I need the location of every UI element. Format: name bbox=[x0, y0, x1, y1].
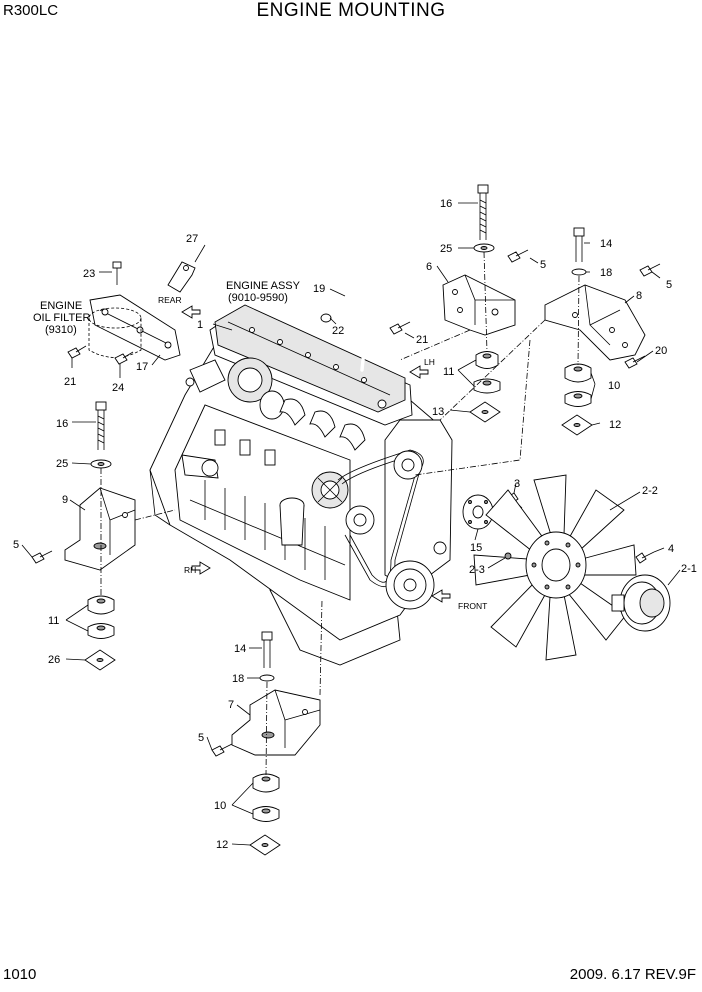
callout: 14 bbox=[234, 643, 246, 655]
engine-assy-number: (9010-9590) bbox=[228, 292, 288, 304]
text-annotations: ENGINE ASSY (9010-9590) ENGINE OIL FILTE… bbox=[33, 280, 487, 611]
date-revision: 2009. 6.17 REV.9F bbox=[569, 966, 696, 983]
mount-bracket-front-right bbox=[544, 227, 661, 436]
callout: 1 bbox=[197, 319, 203, 331]
callout: 11 bbox=[48, 615, 59, 627]
mount-bracket-rear-right bbox=[211, 631, 321, 856]
oil-filter-number: (9310) bbox=[45, 324, 77, 336]
page-title: ENGINE MOUNTING bbox=[256, 0, 446, 21]
oil-filter-label-1: ENGINE bbox=[40, 300, 82, 312]
callout: 18 bbox=[232, 673, 244, 685]
mount-bracket-front-left bbox=[442, 184, 529, 423]
callout: 2-1 bbox=[681, 563, 697, 575]
oil-filter-bracket bbox=[67, 261, 451, 603]
callout: 2-2 bbox=[642, 485, 658, 497]
mount-bracket-rear-left bbox=[31, 401, 136, 671]
callout: 21 bbox=[64, 376, 76, 388]
rear-label: REAR bbox=[158, 295, 182, 305]
page-number: 1010 bbox=[3, 966, 37, 983]
callout: 16 bbox=[56, 418, 68, 430]
callout: 17 bbox=[136, 361, 148, 373]
callout: 27 bbox=[186, 233, 198, 245]
callout: 4 bbox=[668, 543, 674, 555]
callout: 13 bbox=[432, 406, 444, 418]
callout: 24 bbox=[112, 382, 124, 394]
cooling-fan-assembly bbox=[462, 474, 671, 661]
callout: 3 bbox=[514, 478, 520, 490]
callout: 11 bbox=[443, 366, 454, 378]
callout: 8 bbox=[636, 290, 642, 302]
callout: 12 bbox=[216, 839, 228, 851]
callout: 10 bbox=[608, 380, 620, 392]
rh-label: RH bbox=[184, 565, 196, 575]
callout: 2-3 bbox=[469, 564, 485, 576]
callout: 26 bbox=[48, 654, 60, 666]
callout: 5 bbox=[13, 539, 19, 551]
callout: 10 bbox=[214, 800, 226, 812]
callout: 25 bbox=[56, 458, 68, 470]
callout: 25 bbox=[440, 243, 452, 255]
callout: 6 bbox=[426, 261, 432, 273]
callout: 12 bbox=[609, 419, 621, 431]
front-label: FRONT bbox=[458, 601, 487, 611]
callout: 15 bbox=[470, 542, 482, 554]
callout: 5 bbox=[666, 279, 672, 291]
lh-label: LH bbox=[424, 357, 435, 367]
oil-filter-label-2: OIL FILTER bbox=[33, 312, 91, 324]
model-label: R300LC bbox=[3, 2, 59, 19]
callout: 23 bbox=[83, 268, 95, 280]
engine-assembly-drawing bbox=[149, 304, 453, 666]
engine-assy-label: ENGINE ASSY bbox=[226, 280, 301, 292]
callout: 5 bbox=[198, 732, 204, 744]
callout: 5 bbox=[540, 259, 546, 271]
callout: 19 bbox=[313, 283, 325, 295]
callout: 18 bbox=[600, 267, 612, 279]
callout-numbers: 27 23 1 19 22 21 21 17 24 16 25 6 5 14 1… bbox=[13, 198, 697, 851]
leader-lines bbox=[21, 202, 681, 846]
callout: 9 bbox=[62, 494, 68, 506]
callout: 7 bbox=[228, 699, 234, 711]
callout: 21 bbox=[416, 334, 428, 346]
callout: 16 bbox=[440, 198, 452, 210]
callout: 14 bbox=[600, 238, 612, 250]
callout: 20 bbox=[655, 345, 667, 357]
callout: 22 bbox=[332, 325, 344, 337]
